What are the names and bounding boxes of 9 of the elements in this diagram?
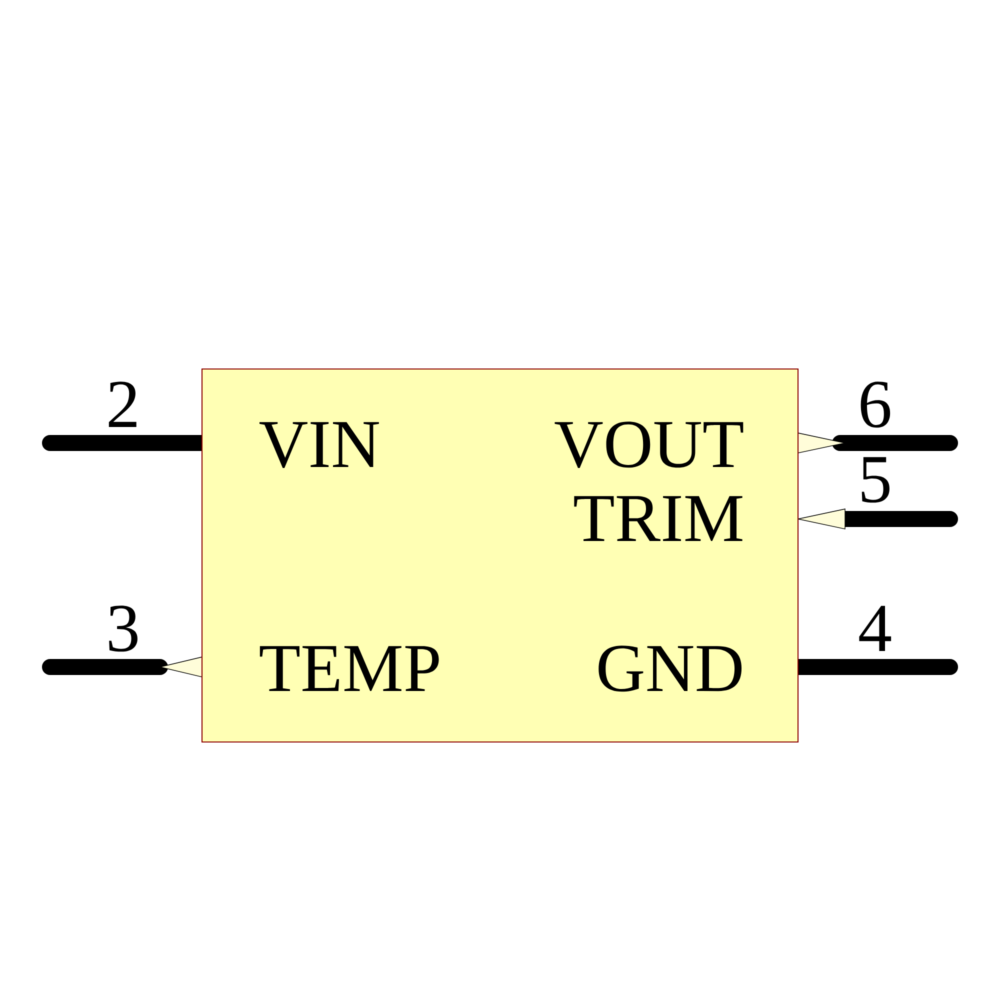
pin-number: 3 (109, 606, 138, 652)
pin-name: TRIM (574, 496, 742, 541)
pin-name: VIN (259, 422, 379, 468)
pin-name: GND (598, 646, 742, 692)
pin-name: VOUT (554, 422, 744, 468)
pin-number: 5 (862, 457, 890, 503)
pin-number: 6 (860, 382, 890, 428)
pin-number: 2 (108, 382, 136, 427)
pin-name: TEMP (260, 646, 439, 691)
